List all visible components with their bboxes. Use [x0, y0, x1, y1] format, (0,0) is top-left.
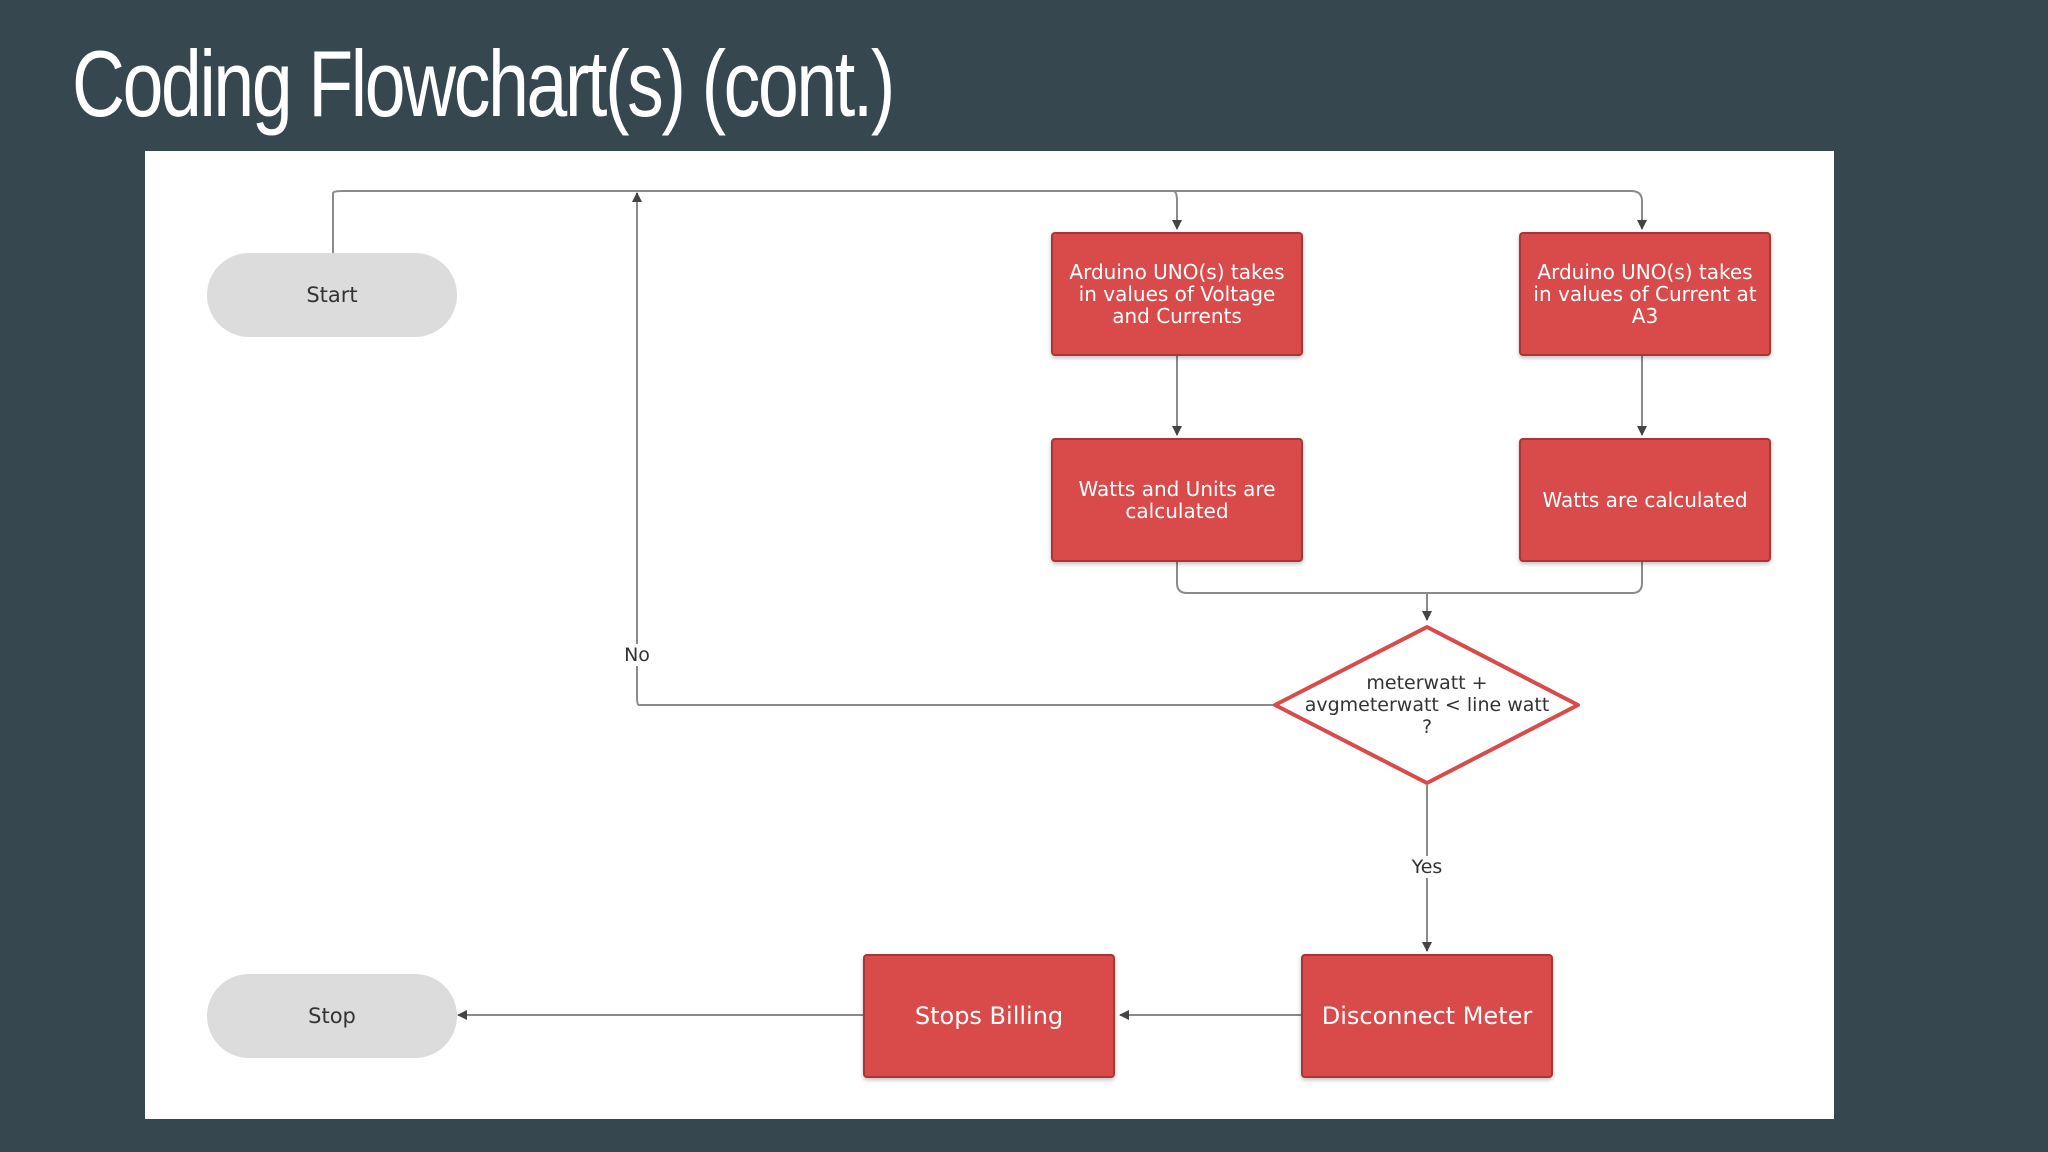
- calc-watts-label: Watts are calculated: [1542, 488, 1748, 512]
- connector-no-loop: [632, 192, 1275, 706]
- slide-title: Coding Flowchart(s) (cont.): [72, 31, 895, 136]
- decision-label: meterwatt + avgmeterwatt < line watt ?: [1304, 672, 1550, 738]
- start-label: Start: [306, 283, 358, 307]
- calc-watts-box: Watts are calculated: [1519, 438, 1771, 562]
- connector-top-to-read-vi: [1172, 190, 1182, 230]
- connector-calc-merge: [1176, 561, 1643, 594]
- decision-diamond: [1273, 625, 1580, 785]
- calc-watts-units-box: Watts and Units are calculated: [1051, 438, 1303, 562]
- stops-billing-box: Stops Billing: [863, 954, 1115, 1078]
- stop-terminal: Stop: [207, 974, 457, 1058]
- flowchart-canvas: Start Arduino UNO(s) takes in values of …: [145, 151, 1834, 1119]
- connector-start-top: [332, 190, 1647, 253]
- start-terminal: Start: [207, 253, 457, 337]
- stops-billing-label: Stops Billing: [914, 1001, 1064, 1030]
- stop-label: Stop: [308, 1004, 356, 1028]
- yes-label: Yes: [1408, 856, 1446, 878]
- calc-watts-units-label: Watts and Units are calculated: [1078, 477, 1276, 523]
- no-label: No: [621, 644, 653, 666]
- connector-layer: [332, 190, 1647, 1020]
- read-current-a3-box: Arduino UNO(s) takes in values of Curren…: [1519, 232, 1771, 356]
- read-voltage-current-box: Arduino UNO(s) takes in values of Voltag…: [1051, 232, 1303, 356]
- disconnect-meter-box: Disconnect Meter: [1301, 954, 1553, 1078]
- read-voltage-current-label: Arduino UNO(s) takes in values of Voltag…: [1069, 260, 1285, 328]
- disconnect-meter-label: Disconnect Meter: [1321, 1001, 1533, 1030]
- read-current-a3-label: Arduino UNO(s) takes in values of Curren…: [1533, 260, 1757, 328]
